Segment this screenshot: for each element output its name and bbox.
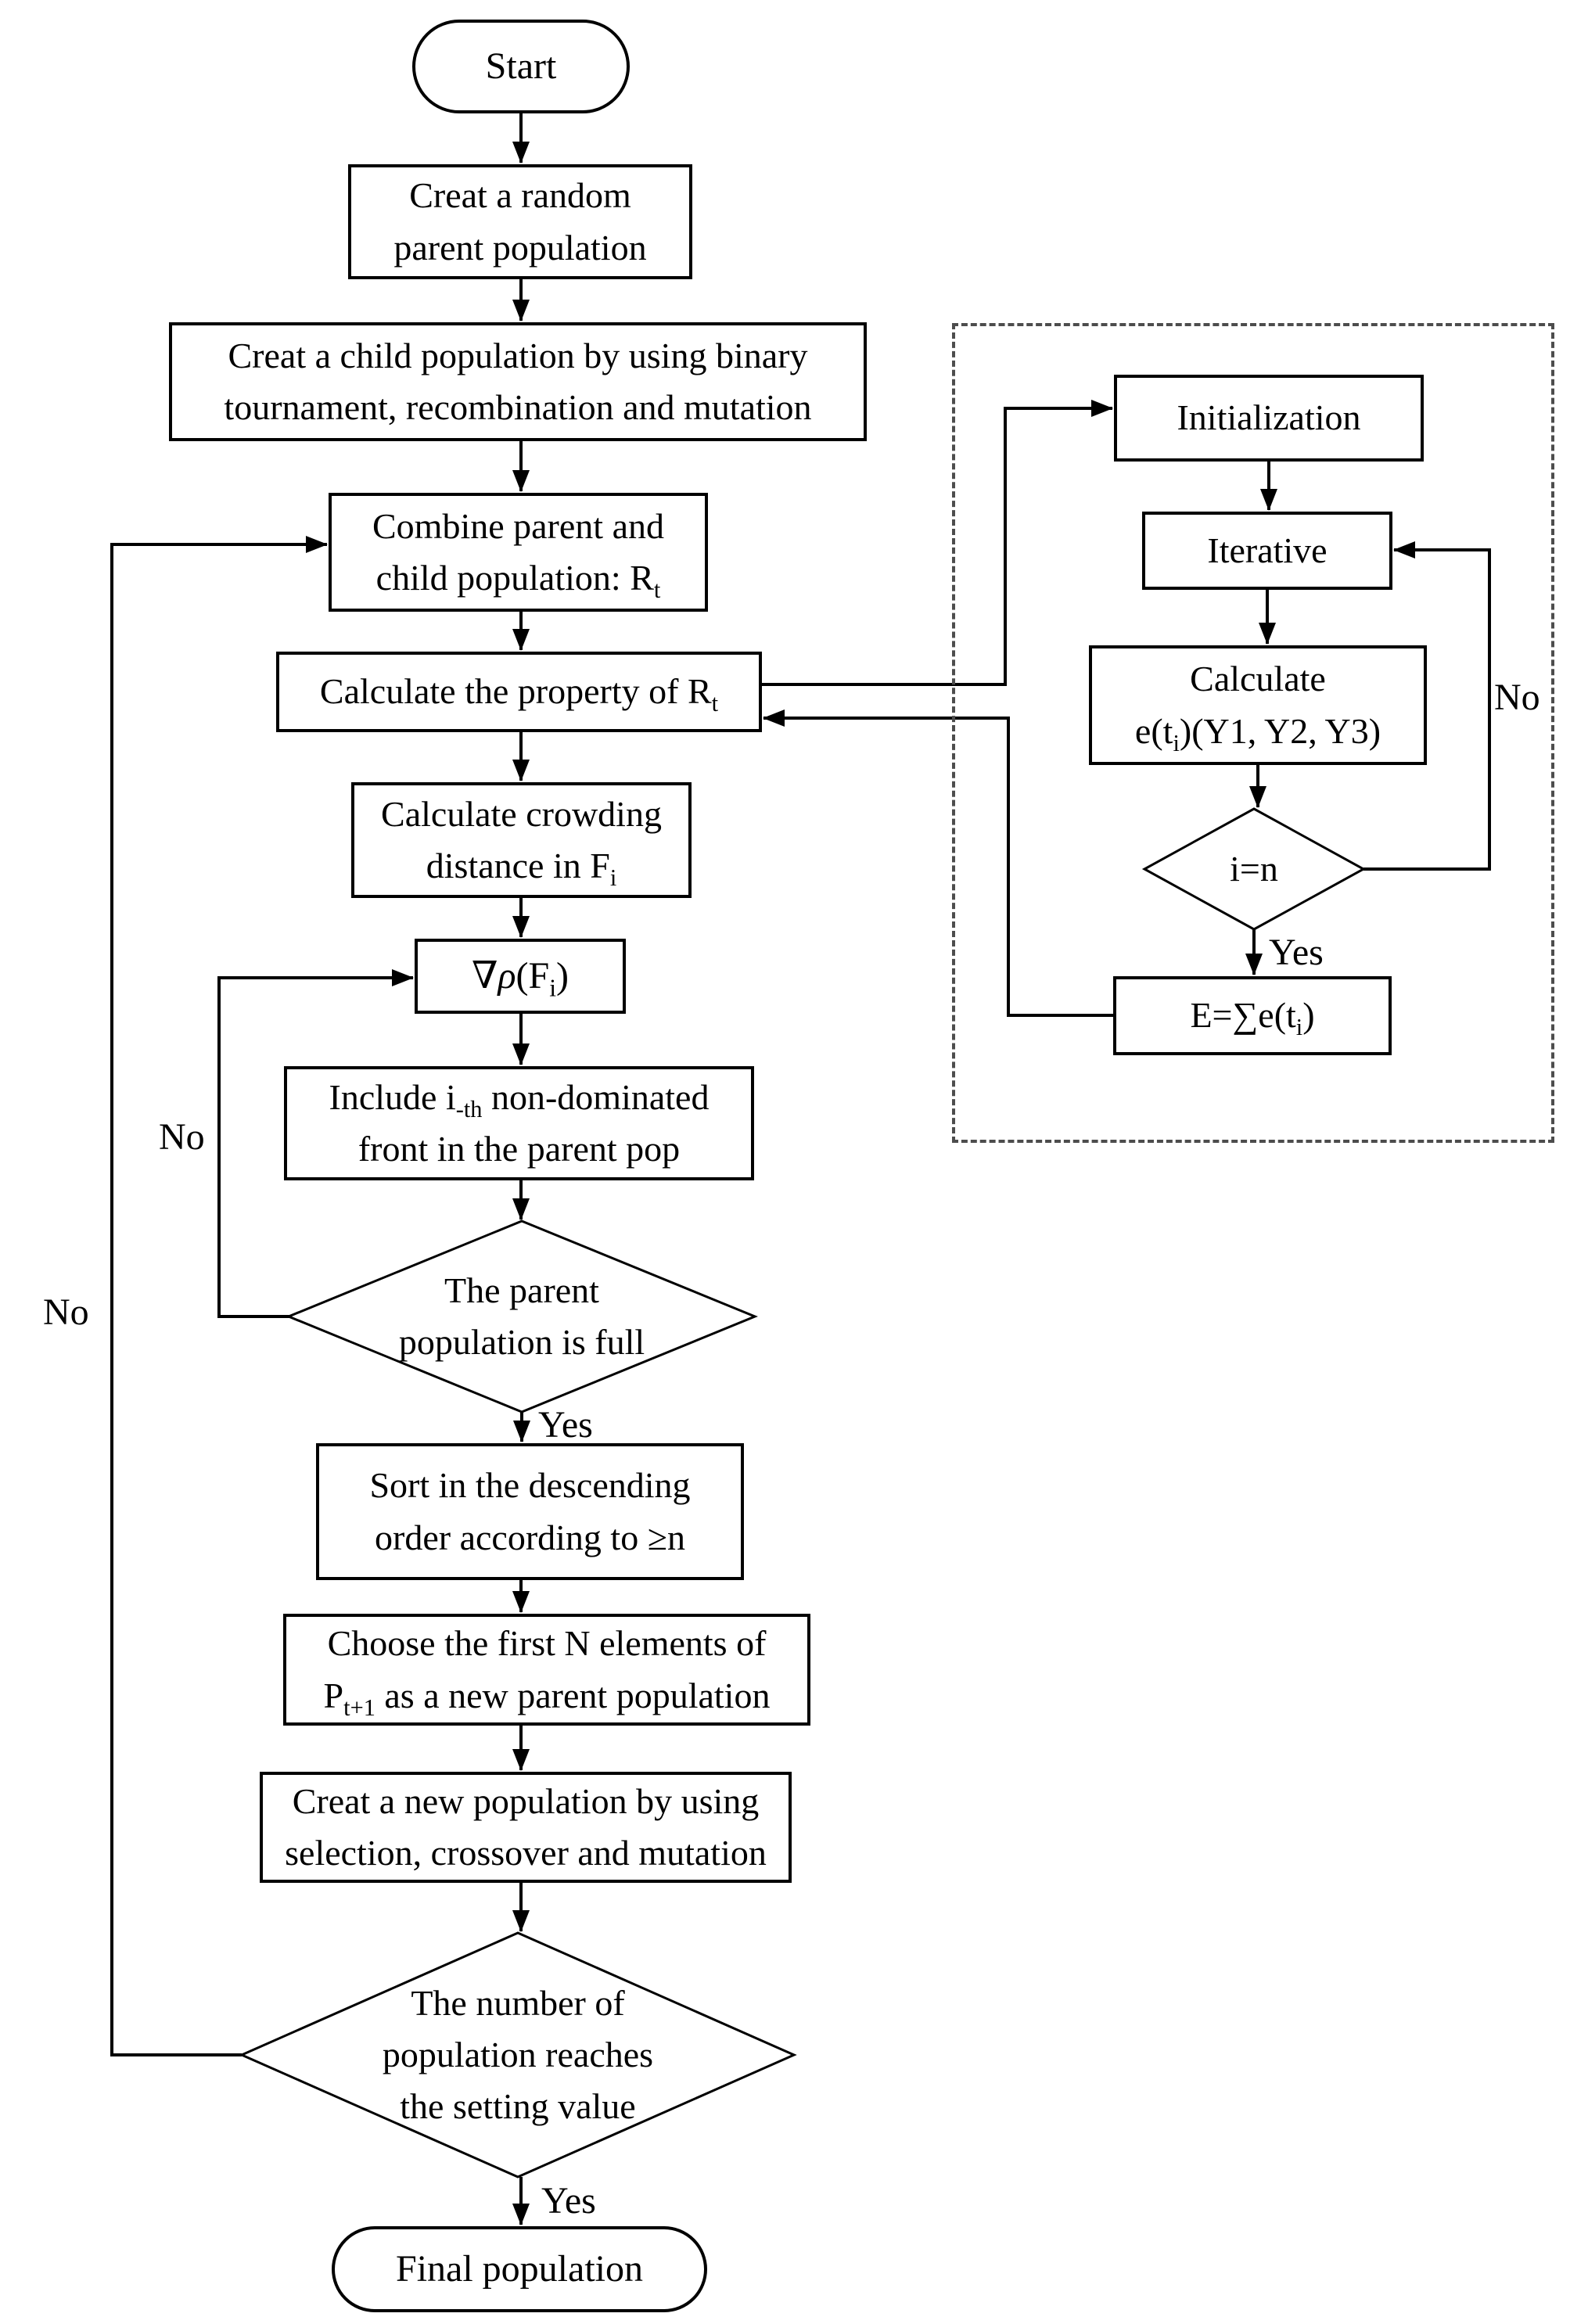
subflow-dashed-container bbox=[952, 323, 1554, 1143]
loop-i-equals-n-no-to-iterative bbox=[1363, 541, 1491, 871]
start-terminator: Start bbox=[412, 20, 630, 113]
link-e-sum-to-calc-property bbox=[763, 709, 1113, 1017]
initialization-box: Initialization bbox=[1114, 375, 1424, 462]
loop-parent-full-no-to-gradient bbox=[217, 969, 414, 1318]
calculate-property-label: Calculate the property of Rt bbox=[319, 671, 719, 717]
label-yes-reaches: Yes bbox=[541, 2180, 596, 2222]
label-yes-parent-full: Yes bbox=[538, 1404, 593, 1446]
label-yes-i-equals-n: Yes bbox=[1269, 932, 1324, 973]
i-equals-n-decision-label: i=n bbox=[1230, 848, 1278, 889]
initialization-label: Initialization bbox=[1177, 397, 1361, 438]
link-calc-property-to-initialization bbox=[762, 400, 1113, 686]
i-equals-n-decision-text: i=n bbox=[1144, 809, 1363, 929]
population-reaches-decision-shape bbox=[239, 1931, 797, 2179]
iterative-box: Iterative bbox=[1142, 512, 1392, 590]
start-label: Start bbox=[485, 45, 557, 88]
label-no-parent-full: No bbox=[159, 1116, 205, 1158]
final-population-terminator: Final population bbox=[332, 2226, 707, 2312]
gradient-density-box: ∇ρ(Fi) bbox=[415, 939, 626, 1014]
loop-reaches-no-to-combine bbox=[110, 536, 328, 2056]
calculate-property-box: Calculate the property of Rt bbox=[276, 652, 762, 732]
label-no-reaches: No bbox=[43, 1291, 89, 1333]
e-sum-label: E=∑e(ti) bbox=[1190, 995, 1315, 1041]
label-no-i-equals-n: No bbox=[1494, 677, 1540, 718]
create-child-population-box: Creat a child population by using binary… bbox=[169, 322, 867, 441]
iterative-label: Iterative bbox=[1207, 530, 1328, 570]
e-sum-box: E=∑e(ti) bbox=[1113, 976, 1392, 1055]
final-population-label: Final population bbox=[396, 2248, 643, 2290]
create-child-population-label: Creat a child population by using binary… bbox=[224, 335, 812, 427]
gradient-density-label: ∇ρ(Fi) bbox=[471, 955, 569, 1003]
